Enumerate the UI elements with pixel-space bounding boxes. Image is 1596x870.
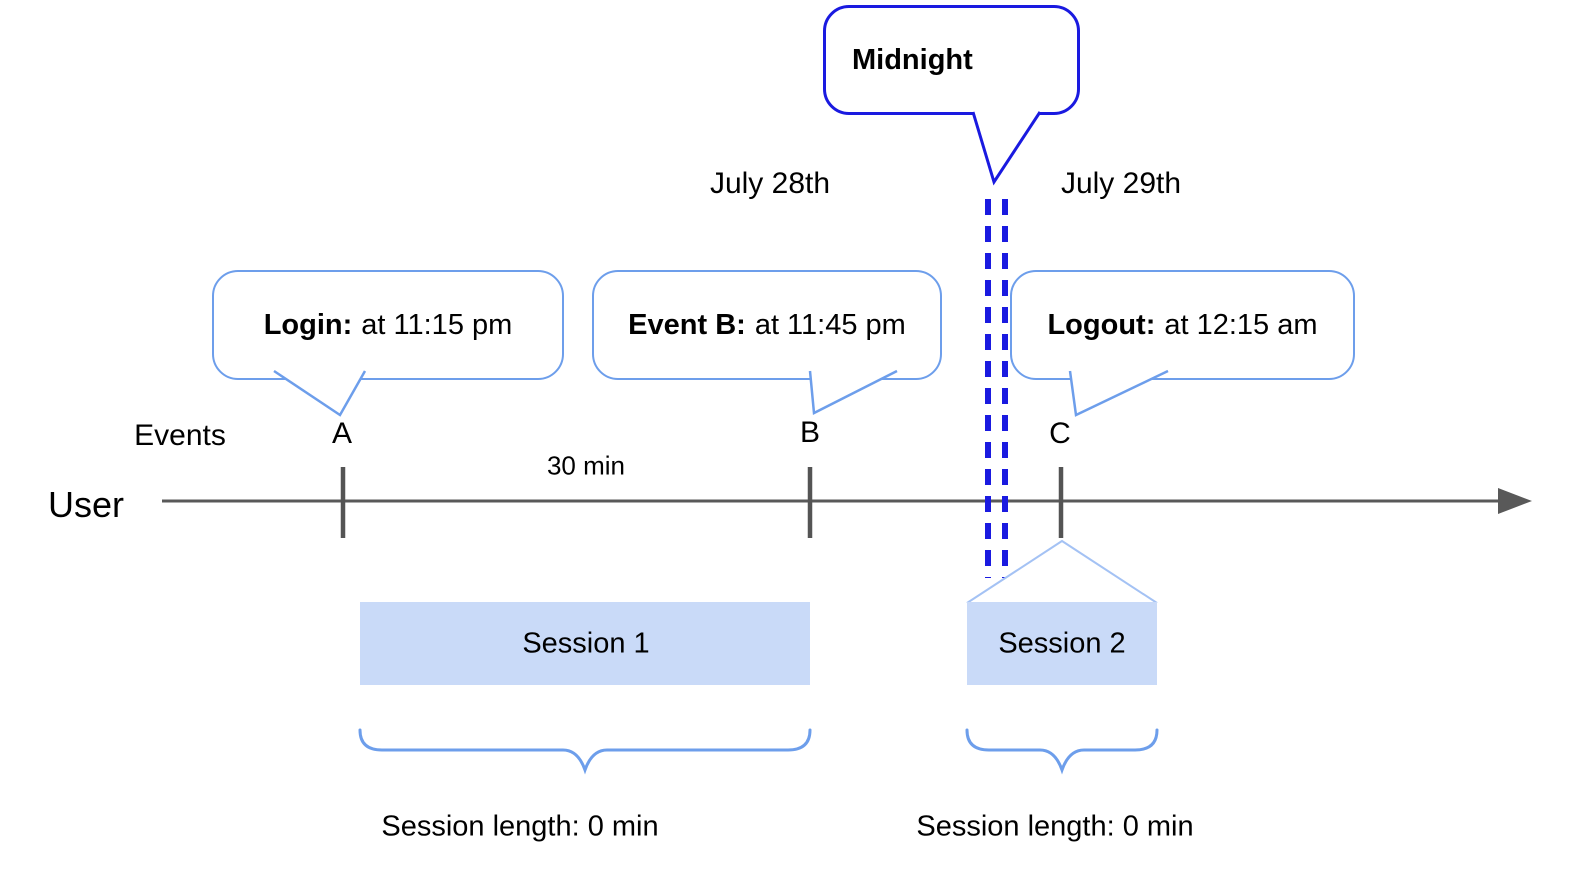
session2-funnel-connector	[966, 539, 1158, 604]
session1-brace	[358, 728, 812, 775]
date-label-july-29: July 29th	[1060, 167, 1182, 200]
login-time: at 11:15 pm	[361, 308, 513, 341]
user-row-label: User	[48, 484, 125, 525]
midnight-label: Midnight	[852, 43, 973, 76]
interval-label-30min: 30 min	[546, 450, 626, 481]
event-b-label: Event B:	[628, 308, 746, 341]
events-row-label: Events	[134, 419, 226, 452]
session1-label: Session 1	[522, 627, 650, 660]
session2-brace	[965, 728, 1159, 775]
midnight-callout-tail	[971, 111, 1042, 186]
session2-length-label: Session length: 0 min	[916, 810, 1194, 843]
login-label: Login:	[263, 308, 353, 341]
login-callout-bubble: Login: at 11:15 pm	[212, 270, 564, 380]
event-b-callout-bubble: Event B: at 11:45 pm	[592, 270, 942, 380]
logout-time: at 12:15 am	[1164, 308, 1318, 341]
event-b-time: at 11:45 pm	[754, 308, 906, 341]
midnight-callout-bubble: Midnight	[823, 5, 1080, 115]
logout-label: Logout:	[1047, 308, 1156, 341]
event-marker-c: C	[1049, 417, 1071, 450]
session2-label: Session 2	[998, 627, 1126, 660]
timeline-arrowhead-icon	[1498, 488, 1532, 514]
date-label-july-28: July 28th	[709, 167, 831, 200]
event-marker-a: A	[331, 417, 353, 450]
logout-callout-bubble: Logout: at 12:15 am	[1010, 270, 1355, 380]
session1-length-label: Session length: 0 min	[381, 810, 659, 843]
event-marker-b: B	[799, 416, 821, 449]
